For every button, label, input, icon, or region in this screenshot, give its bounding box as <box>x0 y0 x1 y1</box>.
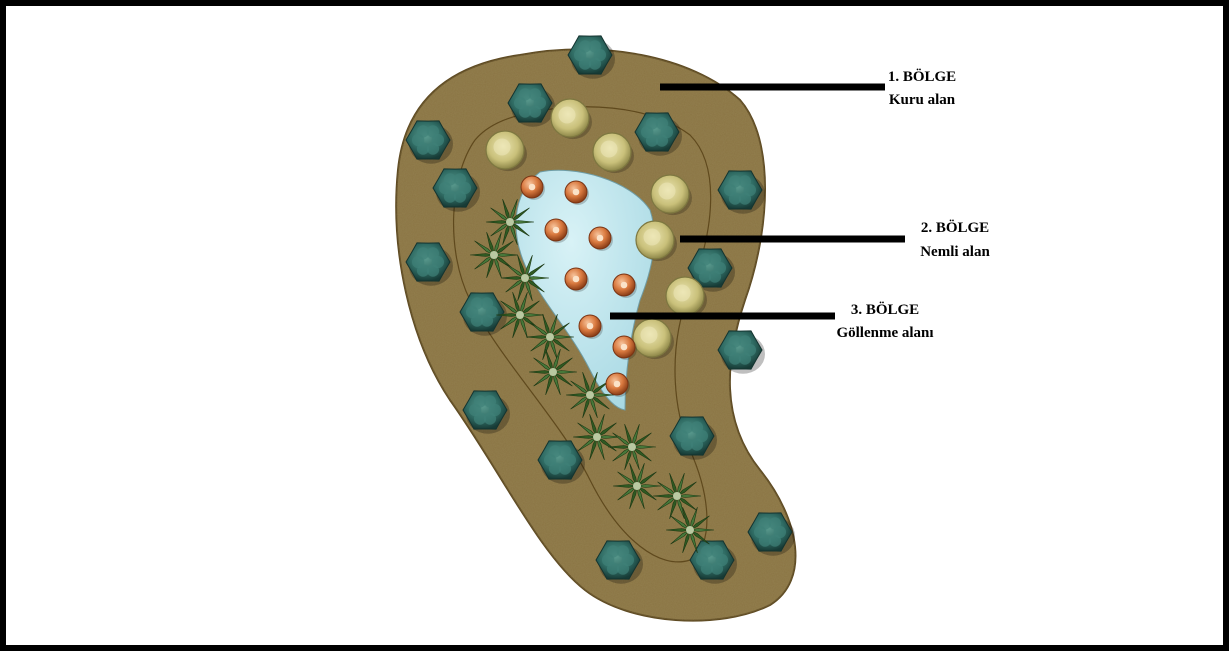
zone-1-subtitle: Kuru alan <box>889 92 956 108</box>
zone-2-title: 2. BÖLGE <box>921 219 989 236</box>
zone-3-subtitle: Göllenme alanı <box>836 325 933 341</box>
zone-1-title: 1. BÖLGE <box>888 68 956 85</box>
zone-3-title: 3. BÖLGE <box>851 301 919 318</box>
zone-2-subtitle: Nemli alan <box>920 244 990 260</box>
